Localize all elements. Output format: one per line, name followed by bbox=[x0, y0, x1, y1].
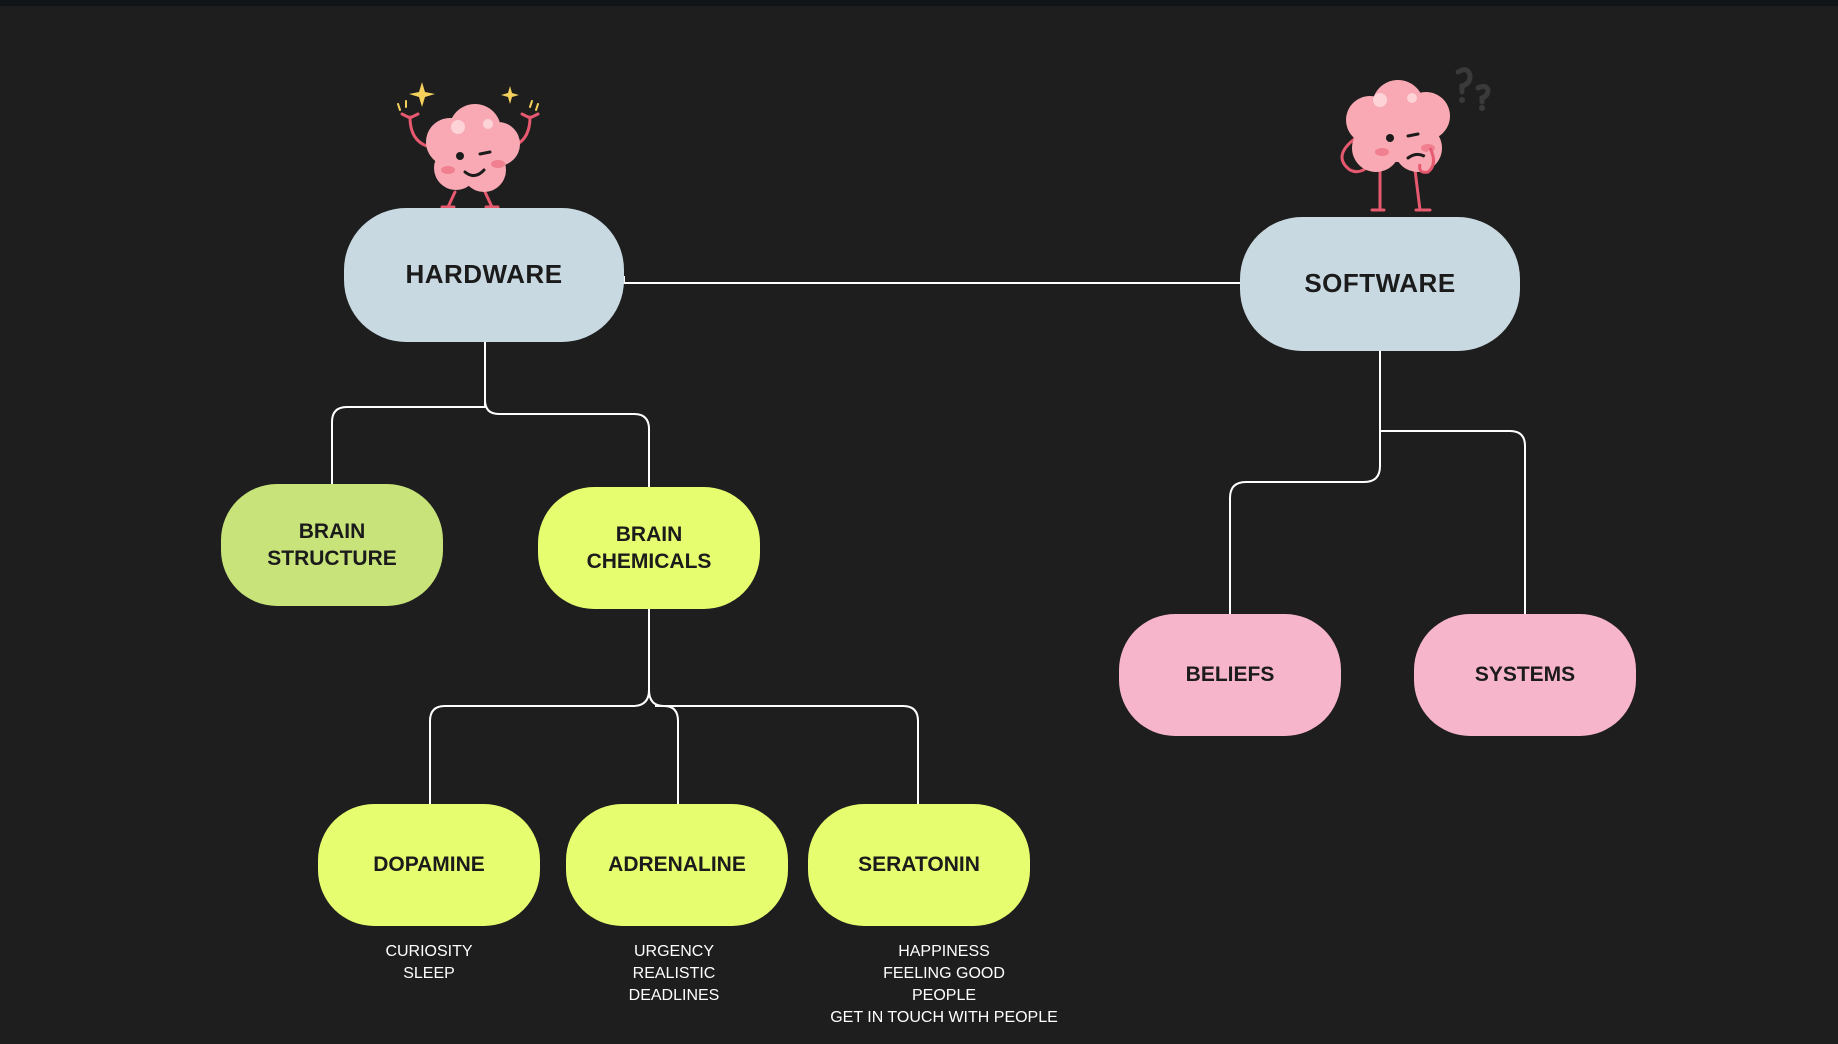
connector-chemicals-dopamine bbox=[429, 608, 650, 804]
connector-software-systems bbox=[1380, 430, 1526, 614]
connector-hardware-brain-structure bbox=[331, 342, 486, 484]
top-bar bbox=[0, 0, 1838, 6]
node-brain-chemicals[interactable]: BRAIN CHEMICALS bbox=[538, 487, 760, 609]
note-dopamine: CURIOSITY SLEEP bbox=[385, 943, 473, 982]
flexing-brain-icon bbox=[397, 82, 540, 209]
node-software-label: SOFTWARE bbox=[1304, 268, 1456, 299]
connector-software-beliefs bbox=[1229, 350, 1381, 614]
node-seratonin-label: SERATONIN bbox=[858, 853, 980, 877]
node-beliefs-label: BELIEFS bbox=[1185, 663, 1275, 687]
connector-hardware-software bbox=[623, 276, 1240, 284]
node-systems-label: SYSTEMS bbox=[1474, 663, 1576, 687]
node-software[interactable]: SOFTWARE bbox=[1240, 217, 1520, 351]
node-brain-chemicals-label: BRAIN CHEMICALS bbox=[586, 522, 712, 573]
thinking-brain-icon bbox=[1340, 67, 1491, 212]
note-adrenaline: URGENCY REALISTIC DEADLINES bbox=[628, 943, 720, 1004]
node-systems[interactable]: SYSTEMS bbox=[1414, 614, 1636, 736]
connector-chemicals-seratonin bbox=[655, 705, 919, 804]
connector-chemicals-adrenaline bbox=[648, 689, 679, 804]
node-dopamine[interactable]: DOPAMINE bbox=[318, 804, 540, 926]
node-beliefs[interactable]: BELIEFS bbox=[1119, 614, 1341, 736]
node-hardware[interactable]: HARDWARE bbox=[344, 208, 624, 342]
node-hardware-label: HARDWARE bbox=[405, 259, 563, 290]
node-adrenaline-label: ADRENALINE bbox=[608, 853, 746, 877]
node-seratonin[interactable]: SERATONIN bbox=[808, 804, 1030, 926]
note-seratonin: HAPPINESS FEELING GOOD PEOPLE GET IN TOU… bbox=[830, 943, 1058, 1026]
node-adrenaline[interactable]: ADRENALINE bbox=[566, 804, 788, 926]
connector-hardware-brain-chemicals bbox=[484, 399, 650, 487]
node-brain-structure[interactable]: BRAIN STRUCTURE bbox=[221, 484, 443, 606]
node-dopamine-label: DOPAMINE bbox=[373, 853, 485, 877]
node-brain-structure-label: BRAIN STRUCTURE bbox=[267, 519, 397, 570]
